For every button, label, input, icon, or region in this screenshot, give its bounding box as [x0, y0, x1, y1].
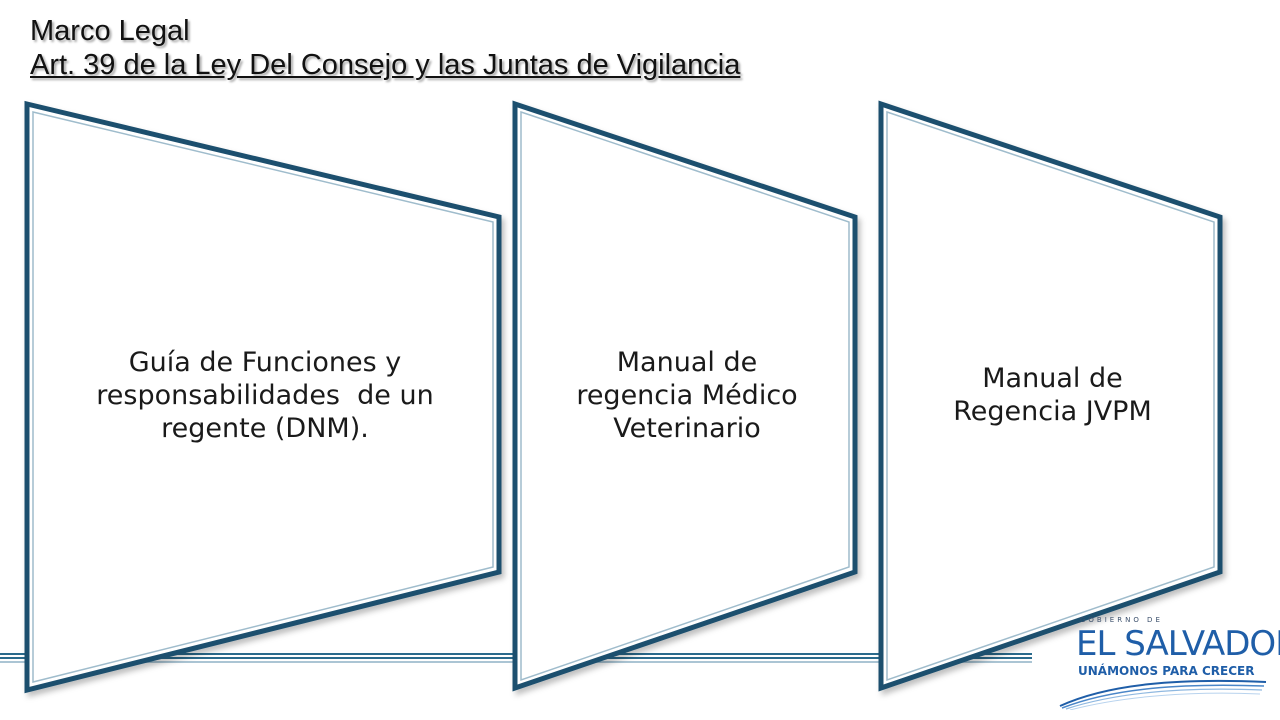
- panel-text-line: Regencia JVPM: [953, 396, 1152, 427]
- logo-swoosh-icon: [1059, 679, 1267, 710]
- slide-title: Marco Legal: [30, 15, 190, 47]
- logo-top-text: GOBIERNO DE: [1080, 616, 1163, 624]
- panel-text-manual-medico-veterinario: Manual de regencia Médico Veterinario: [532, 330, 842, 460]
- panel-text-line: Manual de: [982, 363, 1123, 394]
- panel-manual-medico-veterinario: [512, 100, 858, 692]
- logo-country-name: EL SALVADOR: [1076, 624, 1280, 664]
- slide-title-block: Marco Legal Art. 39 de la Ley Del Consej…: [30, 14, 740, 82]
- slide-subtitle: Art. 39 de la Ley Del Consejo y las Junt…: [30, 49, 741, 81]
- gobierno-el-salvador-logo: GOBIERNO DE EL SALVADOR UNÁMONOS PARA CR…: [1058, 612, 1280, 712]
- panel-guia-funciones: [24, 100, 502, 694]
- panel-text-line: regente (DNM).: [161, 412, 369, 444]
- panel-manual-jvpm: [878, 100, 1223, 692]
- panel-text-line: Veterinario: [613, 412, 761, 444]
- panel-text-manual-jvpm: Manual de Regencia JVPM: [900, 330, 1205, 460]
- panel-text-line: Manual de: [616, 346, 758, 378]
- logo-motto: UNÁMONOS PARA CRECER: [1078, 664, 1255, 678]
- panel-text-line: Guía de Funciones y: [128, 346, 402, 378]
- panel-text-line: regencia Médico: [576, 379, 798, 411]
- panel-text-guia-funciones: Guía de Funciones y responsabilidades de…: [45, 330, 485, 460]
- panel-text-line: responsabilidades de un: [96, 379, 434, 411]
